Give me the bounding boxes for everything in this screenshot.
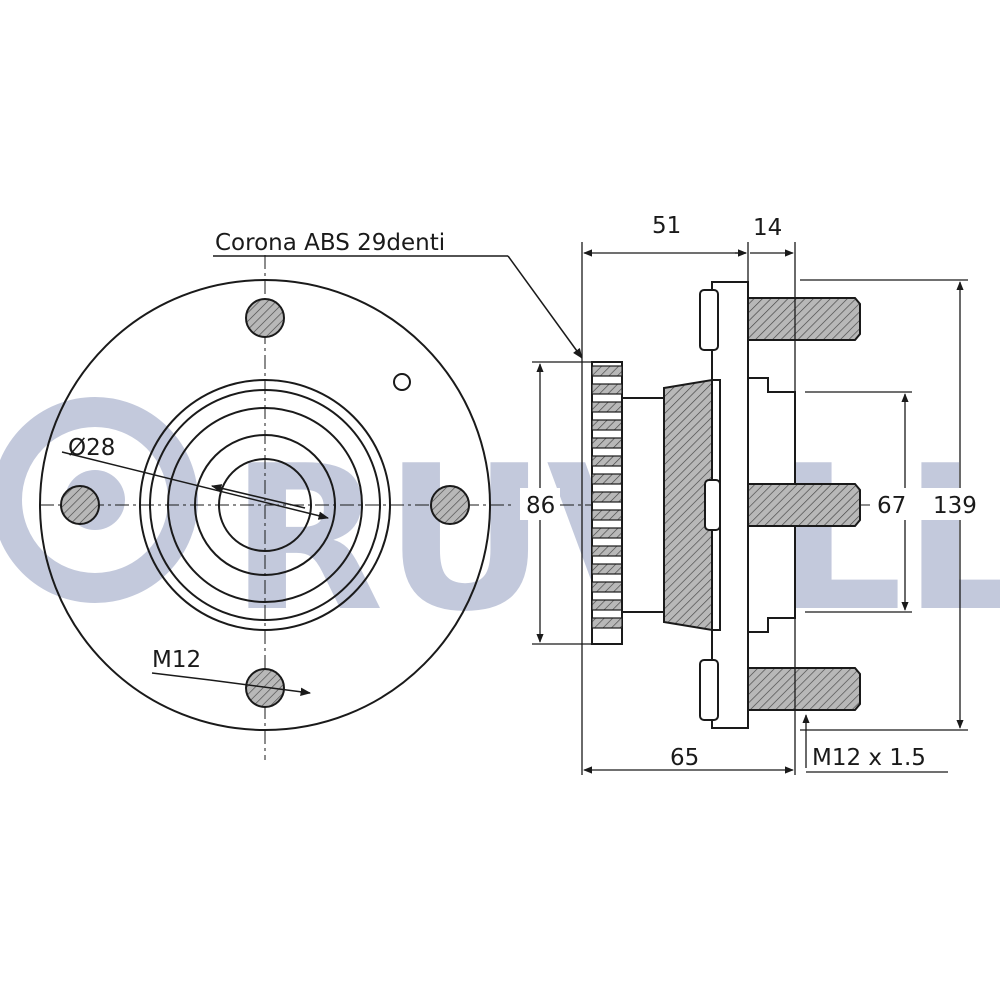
hub-bore — [218, 458, 312, 552]
m12-leader — [209, 679, 312, 696]
hub-ring-2 — [149, 389, 381, 621]
stud-top — [747, 297, 861, 341]
bore-diameter-leader — [61, 451, 330, 520]
flange-outline — [39, 279, 491, 731]
hub-ring-4 — [194, 434, 336, 576]
bolt-hole-bottom — [245, 668, 285, 708]
inner-collar — [621, 397, 665, 613]
dim-86-bg — [520, 488, 560, 520]
m12-underline — [151, 672, 211, 681]
abs-ring-leader — [213, 255, 583, 359]
bolt-hole-top — [245, 298, 285, 338]
front-view — [39, 255, 515, 760]
bolt-head-top — [699, 289, 719, 351]
watermark: RUVILLE — [0, 397, 1000, 656]
bolt-holes — [60, 298, 470, 708]
bolt-hole-left — [60, 485, 100, 525]
abs-ring-teeth — [591, 365, 623, 629]
dim-65-label: 65 — [670, 745, 699, 771]
bolt-head-bottom — [699, 659, 719, 721]
dim-67-139-bg — [870, 488, 995, 520]
bore-diameter-label: Ø28 — [68, 435, 115, 461]
dim-14-label: 14 — [753, 215, 782, 241]
bolt-hole-right — [430, 485, 470, 525]
wheel-studs — [747, 297, 861, 711]
stud-thread-label: M12 x 1.5 — [812, 745, 926, 771]
dim-139-label: 139 — [933, 493, 977, 519]
small-hole — [393, 373, 411, 391]
hub-ring-outer — [139, 379, 391, 631]
bore-diameter-arrow — [210, 484, 306, 509]
abs-ring-label: Corona ABS 29denti — [215, 230, 445, 256]
dim-67-label: 67 — [877, 493, 906, 519]
bolt-head-mid — [704, 479, 721, 531]
stud-bottom — [747, 667, 861, 711]
side-view — [560, 281, 985, 729]
stud-middle — [747, 483, 861, 527]
hub-ring-3 — [167, 407, 363, 603]
dim-51-label: 51 — [652, 213, 681, 239]
bolt-thread-front-label: M12 — [152, 647, 201, 673]
dim-86-label: 86 — [526, 493, 555, 519]
